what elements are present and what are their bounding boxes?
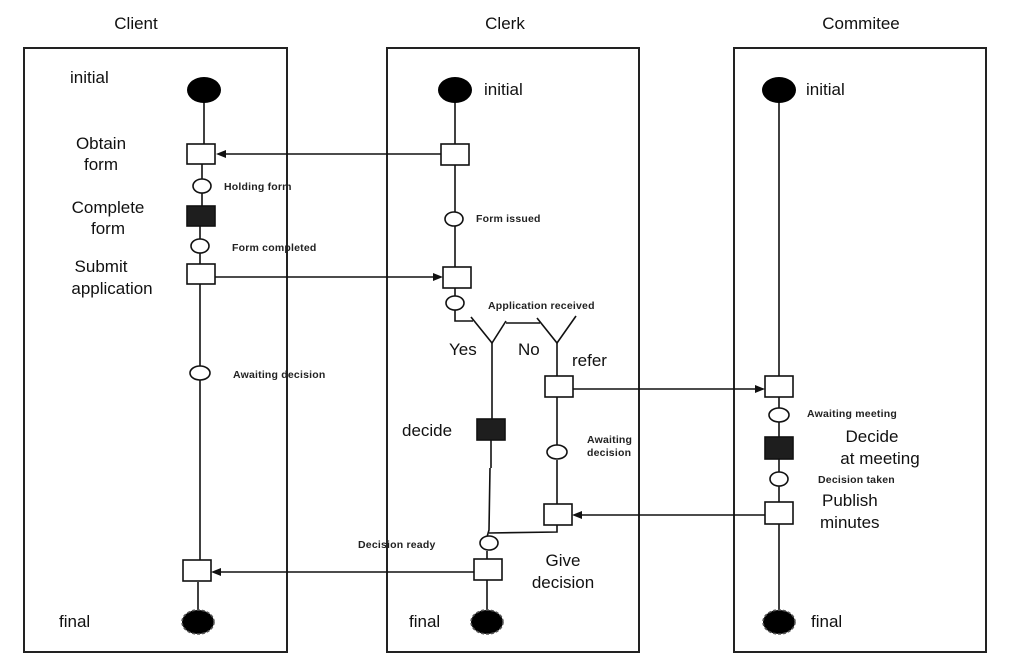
clerk-receive-minutes-activity: [543, 503, 573, 526]
clerk-application-received-state: [445, 295, 465, 311]
committee-decide-at-meeting-activity: [764, 436, 794, 460]
client-submit-application-label-2: application: [71, 279, 152, 298]
client-awaiting-decision-label: Awaiting decision: [233, 369, 325, 381]
flow-line: [486, 467, 491, 538]
clerk-final-label: final: [409, 612, 440, 631]
clerk-give-decision-activity: [473, 558, 503, 581]
client-holding-form-state: [192, 178, 212, 194]
swimlane-client: [23, 47, 288, 653]
client-submit-application-activity: [186, 263, 216, 285]
clerk-give-decision-label-1: Give: [546, 551, 581, 570]
committee-decide-at-meeting-label-2: at meeting: [840, 449, 919, 468]
clerk-branch-no-label: No: [518, 340, 540, 359]
committee-publish-minutes-label-1: Publish: [822, 491, 878, 510]
client-complete-form-label-1: Complete: [72, 198, 145, 217]
clerk-branch-yes-label: Yes: [449, 340, 477, 359]
arrowhead-icon: [433, 273, 443, 281]
lane-title-committee: Commitee: [822, 14, 899, 33]
client-final-node: [181, 609, 215, 635]
clerk-give-decision-label-2: decision: [532, 573, 594, 592]
committee-publish-minutes-label-2: minutes: [820, 513, 880, 532]
clerk-decide-activity: [476, 418, 506, 441]
arrowhead-icon: [755, 385, 765, 393]
client-obtain-form-label-1: Obtain: [76, 134, 126, 153]
lane-title-clerk: Clerk: [485, 14, 525, 33]
clerk-awaiting-decision-label-1: Awaiting: [587, 434, 632, 446]
client-holding-form-label: Holding form: [224, 181, 292, 193]
flow-line: [454, 310, 473, 322]
client-form-completed-label: Form completed: [232, 242, 316, 254]
committee-receive-referral-activity: [764, 375, 794, 398]
clerk-issue-form-activity: [440, 143, 470, 166]
clerk-decision-ready-state: [479, 535, 499, 551]
client-final-label: final: [59, 612, 90, 631]
arrowhead-icon: [572, 511, 582, 519]
clerk-refer-activity: [544, 375, 574, 398]
committee-awaiting-meeting-state: [768, 407, 790, 423]
clerk-decision-ready-label: Decision ready: [358, 539, 436, 551]
branch-no-fork: [536, 315, 577, 345]
swimlane-committee: [733, 47, 987, 653]
committee-decision-taken-label: Decision taken: [818, 474, 895, 486]
client-receive-decision-activity: [182, 559, 212, 582]
committee-decision-taken-state: [769, 471, 789, 487]
arrowhead-icon: [216, 150, 226, 158]
committee-final-label: final: [811, 612, 842, 631]
clerk-receive-application-activity: [442, 266, 472, 289]
client-initial-label: initial: [70, 68, 109, 87]
committee-initial-node: [762, 77, 796, 103]
clerk-refer-label: refer: [572, 351, 607, 370]
client-initial-node: [187, 77, 221, 103]
committee-final-node: [762, 609, 796, 635]
clerk-application-received-label: Application received: [488, 300, 595, 312]
client-obtain-form-label-2: form: [84, 155, 118, 174]
clerk-initial-node: [438, 77, 472, 103]
clerk-form-issued-label: Form issued: [476, 213, 541, 225]
clerk-decide-label: decide: [402, 421, 452, 440]
committee-decide-at-meeting-label-1: Decide: [846, 427, 899, 446]
clerk-final-node: [470, 609, 504, 635]
arrowhead-icon: [211, 568, 221, 576]
client-form-completed-state: [190, 238, 210, 254]
clerk-form-issued-state: [444, 211, 464, 227]
client-complete-form-label-2: form: [91, 219, 125, 238]
client-complete-form-activity: [186, 205, 216, 227]
client-submit-application-label-1: Submit: [75, 257, 128, 276]
swimlane-clerk: [386, 47, 640, 653]
committee-initial-label: initial: [806, 80, 845, 99]
lane-title-client: Client: [114, 14, 158, 33]
clerk-awaiting-decision-state: [546, 444, 568, 460]
clerk-initial-label: initial: [484, 80, 523, 99]
client-awaiting-decision-state: [189, 365, 211, 381]
flow-line: [488, 525, 558, 534]
committee-awaiting-meeting-label: Awaiting meeting: [807, 408, 897, 420]
committee-publish-minutes-activity: [764, 501, 794, 525]
clerk-awaiting-decision-label-2: decision: [587, 447, 631, 459]
client-obtain-form-activity: [186, 143, 216, 165]
